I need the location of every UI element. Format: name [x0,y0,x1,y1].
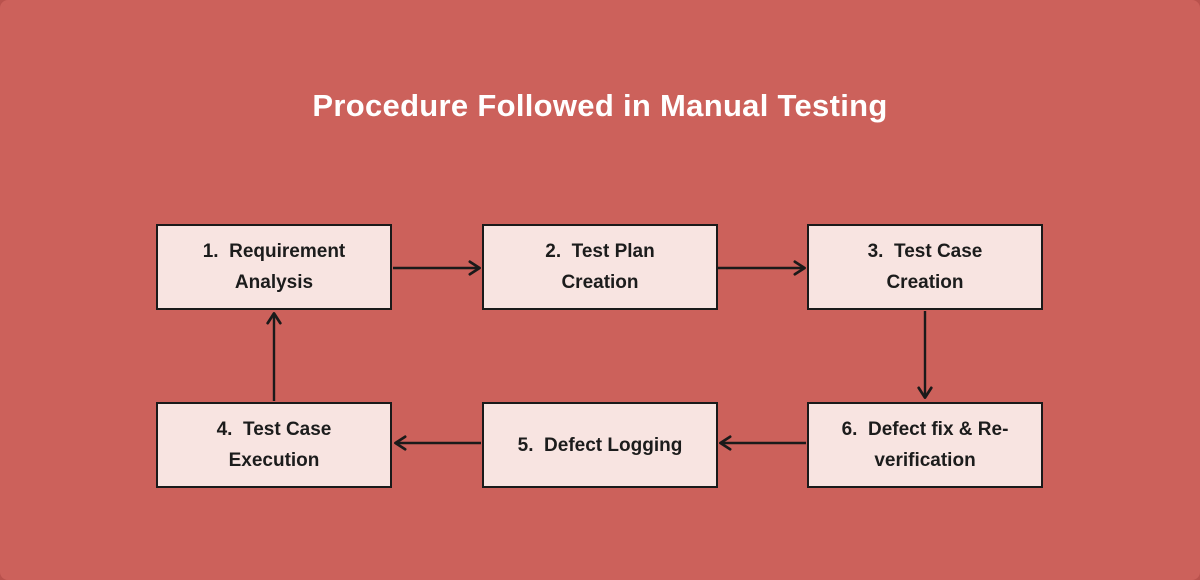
step-box-defect-logging: 5. Defect Logging [482,402,718,488]
step-label-line: verification [874,450,976,471]
step-box-test-case-creation: 3. Test Case Creation [807,224,1043,310]
step-label-line: 5. Defect Logging [517,434,683,456]
step-label-line: 3. Test Case [867,241,983,262]
step-label-line: Analysis [234,272,314,293]
step-label-line: Creation [561,272,639,293]
step-box-defect-fix-reverification: 6. Defect fix & Re- verification [807,402,1043,488]
step-box-test-plan-creation: 2. Test Plan Creation [482,224,718,310]
step-label-line: 6. Defect fix & Re- [841,419,1009,440]
step-box-requirement-analysis: 1. Requirement Analysis [156,224,392,310]
step-label-line: 2. Test Plan [545,241,655,262]
diagram-title: Procedure Followed in Manual Testing [312,88,888,123]
step-label-line: 1. Requirement [202,241,346,262]
step-label-line: Execution [228,450,320,471]
step-box-test-case-execution: 4. Test Case Execution [156,402,392,488]
step-label-line: 4. Test Case [216,419,332,440]
step-label-line: Creation [886,272,964,293]
